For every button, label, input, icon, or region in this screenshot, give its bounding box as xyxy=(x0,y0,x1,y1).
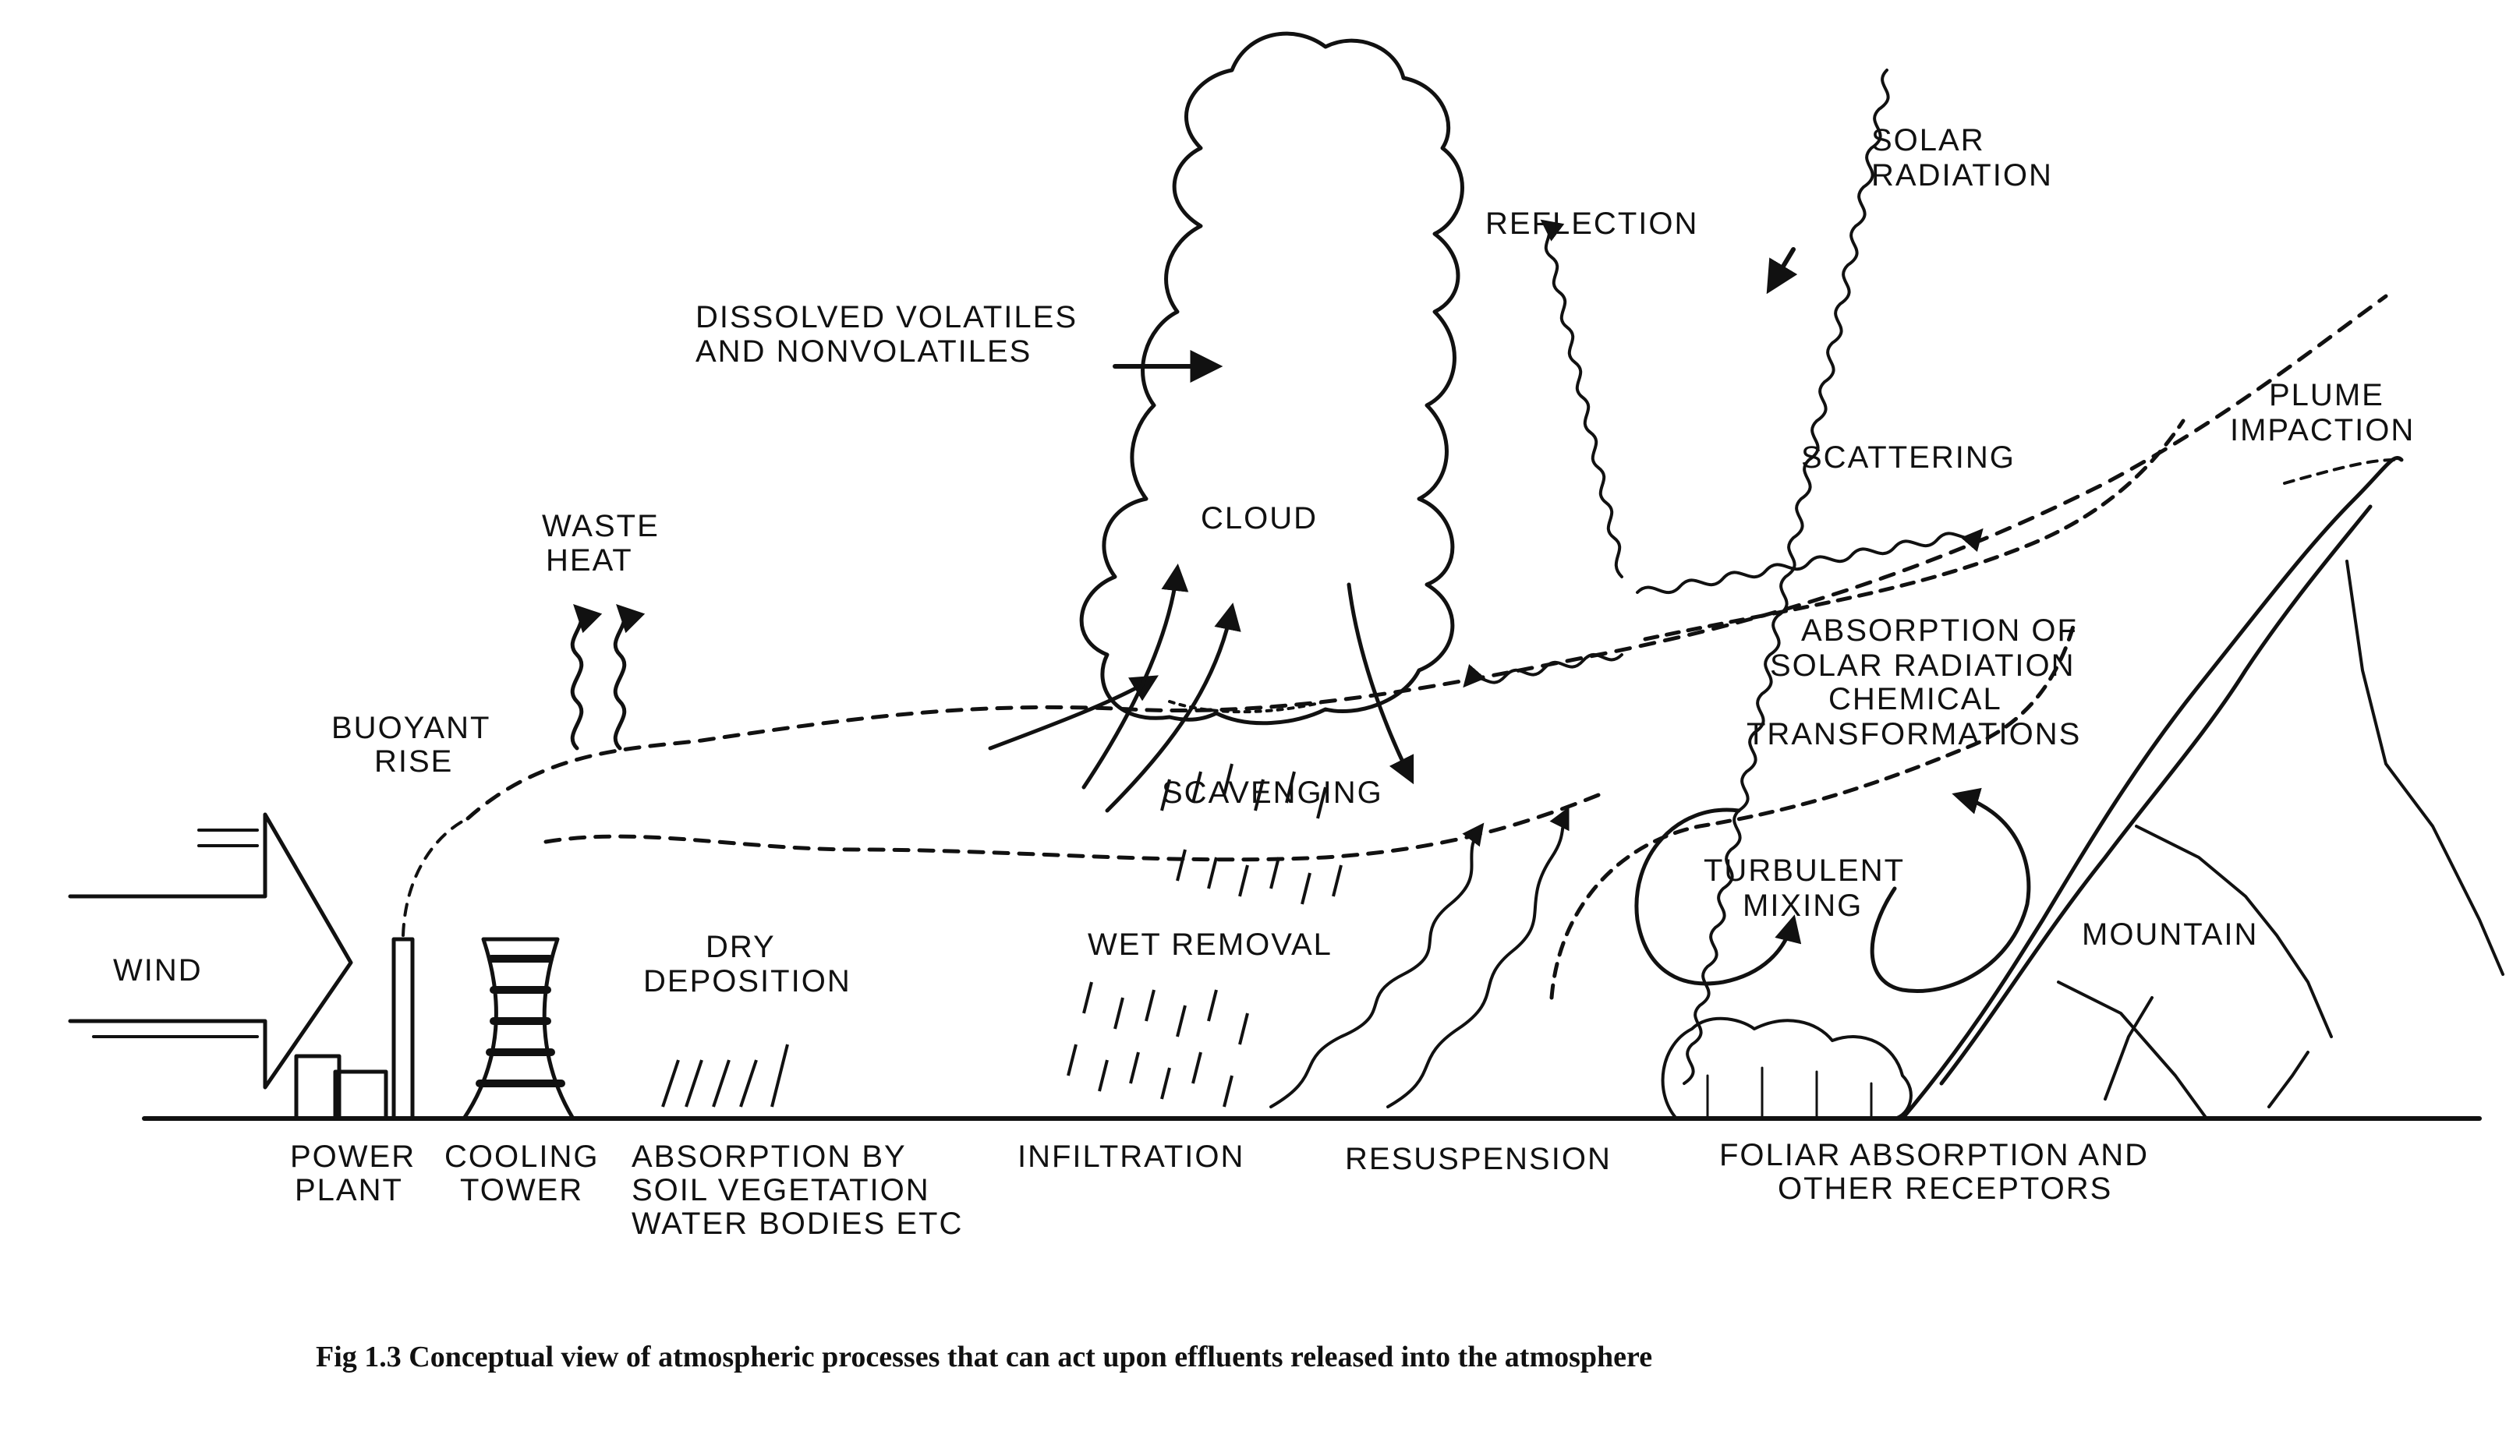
cooling-tower-label-2: TOWER xyxy=(460,1173,583,1207)
absorption-solar-label-3: CHEMICAL xyxy=(1828,682,2002,716)
wind-label: WIND xyxy=(113,953,203,988)
absorption-soil-label-2: SOIL VEGETATION xyxy=(632,1173,930,1207)
wet-removal-drops-icon xyxy=(1067,763,1343,1108)
cloud-icon xyxy=(1079,31,1464,726)
power-plant-label-1: POWER xyxy=(290,1140,416,1174)
absorption-solar-label-4: TRANSFORMATIONS xyxy=(1747,717,2081,751)
power-plant-icon xyxy=(294,817,469,1121)
turbulent-mixing-label-2: MIXING xyxy=(1743,889,1863,923)
plume-impaction-label-2: IMPACTION xyxy=(2230,413,2415,447)
resuspension-label: RESUSPENSION xyxy=(1345,1142,1612,1176)
absorption-soil-label-1: ABSORPTION BY xyxy=(632,1140,907,1174)
plume-impaction-arrow-icon xyxy=(2283,458,2395,485)
scattering-wave-left-icon xyxy=(1463,652,1623,688)
scavenging-label: SCAVENGING xyxy=(1162,776,1383,810)
absorption-soil-label-3: WATER BODIES ETC xyxy=(632,1207,963,1241)
reflection-wave-icon xyxy=(1540,219,1623,578)
reflection-label: REFLECTION xyxy=(1485,207,1698,241)
power-plant-label-2: PLANT xyxy=(295,1173,403,1207)
mountain-icon xyxy=(1900,456,2504,1121)
dry-deposition-label-2: DEPOSITION xyxy=(643,964,851,998)
dissolved-label-2: AND NONVOLATILES xyxy=(695,334,1032,369)
plume-outline xyxy=(465,294,2388,1000)
resuspension-coils-icon xyxy=(1269,806,1570,1108)
plume-impaction-label-1: PLUME xyxy=(2269,378,2384,412)
solar-radiation-label-1: SOLAR xyxy=(1871,123,1985,157)
scattering-label: SCATTERING xyxy=(1801,440,2016,475)
cooling-tower-label-1: COOLING xyxy=(444,1140,599,1174)
scavenging-arrows-icon xyxy=(988,564,1414,813)
turbulent-mixing-label-1: TURBULENT xyxy=(1704,853,1905,888)
solar-radiation-label-2: RADIATION xyxy=(1871,158,2053,193)
buoyant-rise-label-2: RISE xyxy=(374,744,453,779)
figure-caption: Fig 1.3 Conceptual view of atmospheric p… xyxy=(316,1341,1652,1373)
absorption-solar-label-1: ABSORPTION OF xyxy=(1801,613,2078,648)
infiltration-label: INFILTRATION xyxy=(1018,1140,1244,1174)
cloud-label: CLOUD xyxy=(1201,501,1318,535)
wet-removal-label: WET REMOVAL xyxy=(1088,928,1333,962)
waste-heat-label-1: WASTE xyxy=(542,509,660,543)
scattering-wave-icon xyxy=(1636,528,1984,595)
buoyant-rise-label-1: BUOYANT xyxy=(331,711,490,745)
cooling-tower-icon xyxy=(462,937,575,1121)
solar-radiation-wave-icon xyxy=(1683,69,1890,1085)
waste-heat-arrows-icon xyxy=(570,604,646,751)
waste-heat-label-2: HEAT xyxy=(546,543,633,578)
trees-icon xyxy=(1661,1016,1913,1120)
foliar-label-2: OTHER RECEPTORS xyxy=(1778,1172,2112,1206)
dry-deposition-lines-icon xyxy=(661,1044,789,1108)
dissolved-label-1: DISSOLVED VOLATILES xyxy=(695,300,1078,334)
absorption-solar-label-2: SOLAR RADIATION xyxy=(1770,648,2076,683)
dry-deposition-label-1: DRY xyxy=(706,930,776,964)
solar-radiation-arrow-icon xyxy=(1766,247,1798,295)
mountain-label: MOUNTAIN xyxy=(2082,917,2258,952)
wind-arrow-icon xyxy=(68,812,353,1090)
foliar-label-1: FOLIAR ABSORPTION AND xyxy=(1719,1138,2149,1172)
turbulent-mixing-loops-icon xyxy=(1634,787,2031,993)
